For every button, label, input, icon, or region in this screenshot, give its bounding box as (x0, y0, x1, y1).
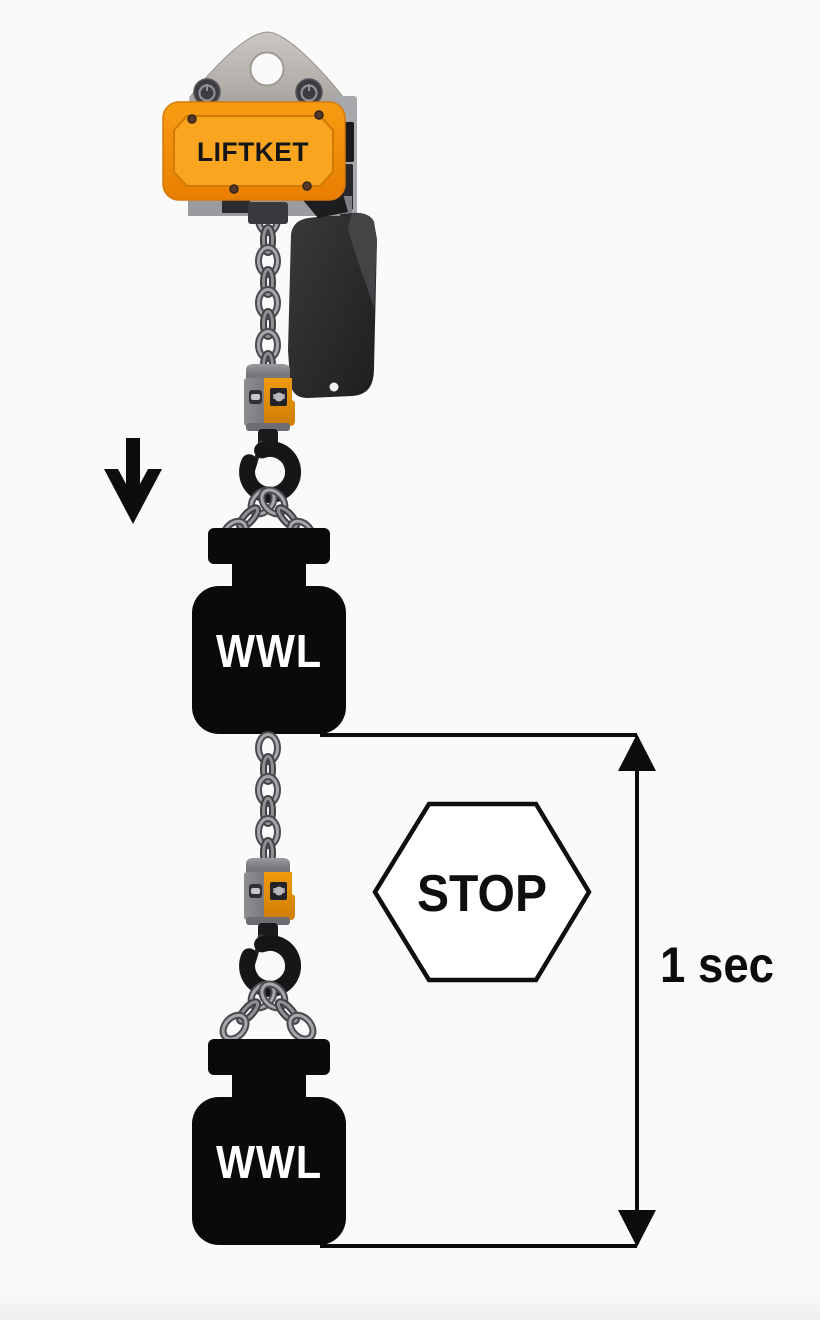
hook-block-lower (244, 858, 295, 989)
hoist-body: LIFTKET (162, 101, 346, 201)
chain-guide (248, 202, 288, 224)
hook-block-upper (244, 364, 295, 495)
duration-label: 1 sec (660, 937, 774, 993)
hoist-chain (259, 206, 278, 379)
hoist-assembly: LIFTKET (162, 31, 377, 495)
dimension-annotation (320, 733, 656, 1248)
bracket-hole (249, 51, 285, 87)
middle-chain (259, 735, 278, 866)
suspension-bracket (189, 31, 345, 115)
dimension-arrowhead-down-icon (618, 1210, 656, 1247)
chain-bag-rivet (329, 382, 339, 392)
chain-bag-shape (288, 212, 377, 398)
body-screws (187, 110, 324, 194)
stop-label: STOP (417, 865, 547, 923)
load-label-lower: WWL (216, 1136, 322, 1188)
dimension-arrowhead-up-icon (618, 734, 656, 771)
load-label-upper: WWL (216, 625, 322, 677)
bracket-bolt-left (193, 78, 221, 106)
chain-bag-fold (348, 212, 377, 308)
hoist-body-panel (173, 115, 334, 187)
stop-hexagon (372, 801, 592, 983)
chain-bag (288, 212, 377, 398)
stop-sign: STOP (372, 801, 592, 983)
down-arrow-icon (104, 438, 162, 524)
brand-label: LIFTKET (197, 137, 309, 167)
bracket-bolt-right (295, 78, 323, 106)
